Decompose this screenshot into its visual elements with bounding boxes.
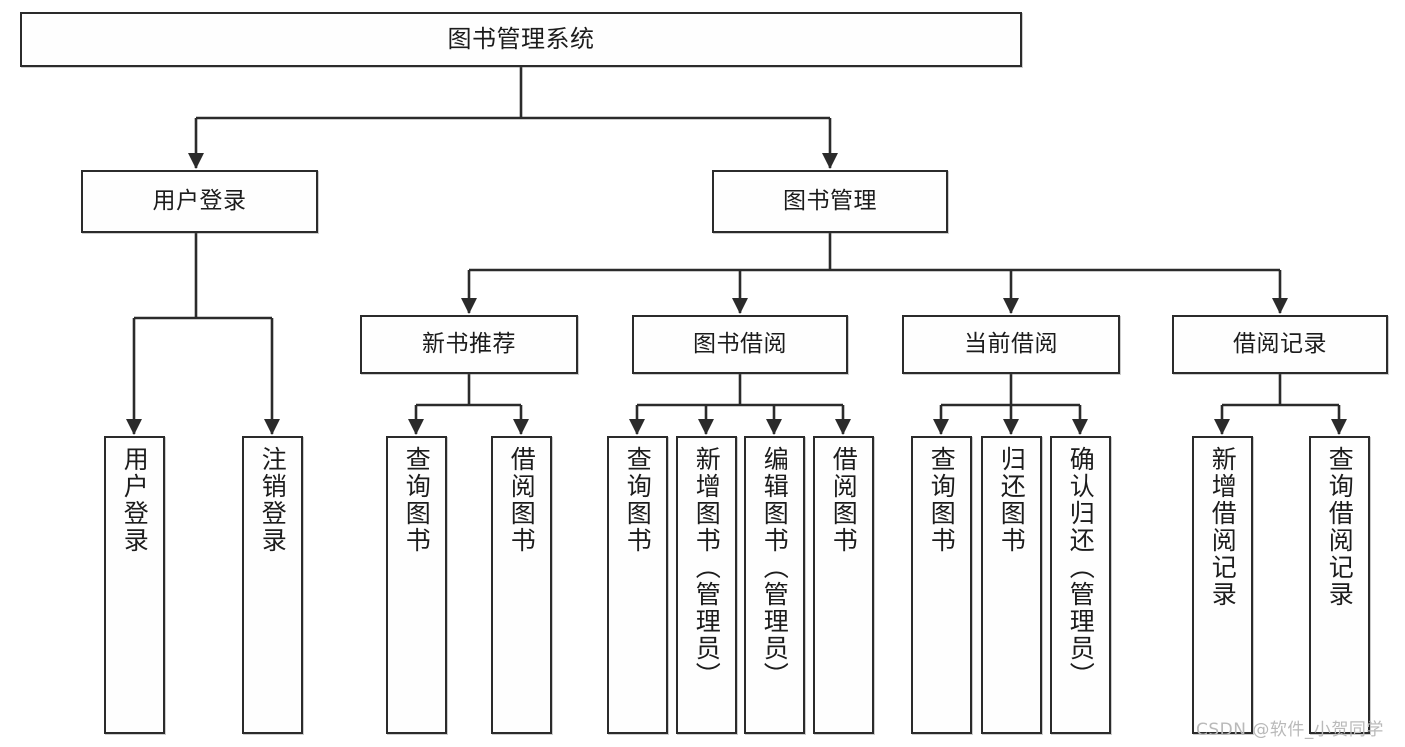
- node-label: 确认归还（管理员）: [1066, 446, 1096, 689]
- leaf-current-borrow-confirm-return-admin[interactable]: 确认归还（管理员）: [1050, 436, 1111, 734]
- node-new-book-recommend[interactable]: 新书推荐: [360, 315, 578, 374]
- node-borrow-record[interactable]: 借阅记录: [1172, 315, 1388, 374]
- node-user-login[interactable]: 用户登录: [81, 170, 318, 233]
- leaf-current-borrow-return-book[interactable]: 归还图书: [981, 436, 1042, 734]
- node-label: 图书管理: [783, 187, 877, 214]
- node-label: 用户登录: [152, 187, 247, 214]
- leaf-book-borrow-edit-book-admin[interactable]: 编辑图书（管理员）: [744, 436, 805, 734]
- node-label: 借阅图书: [507, 446, 537, 554]
- node-label: 当前借阅: [964, 330, 1058, 357]
- leaf-current-borrow-query-book[interactable]: 查询图书: [911, 436, 972, 734]
- leaf-borrow-record-query-record[interactable]: 查询借阅记录: [1309, 436, 1370, 734]
- node-label: 用户登录: [120, 446, 150, 554]
- node-label: 新书推荐: [422, 330, 516, 357]
- node-label: 图书管理系统: [447, 25, 595, 54]
- leaf-book-borrow-borrow-book[interactable]: 借阅图书: [813, 436, 874, 734]
- node-label: 借阅记录: [1233, 330, 1327, 357]
- node-label: 编辑图书（管理员）: [760, 446, 790, 689]
- leaf-new-book-query-book[interactable]: 查询图书: [386, 436, 447, 734]
- leaf-user-login-login[interactable]: 用户登录: [104, 436, 165, 734]
- node-label: 查询图书: [927, 446, 957, 554]
- node-book-borrow[interactable]: 图书借阅: [632, 315, 848, 374]
- leaf-borrow-record-add-record[interactable]: 新增借阅记录: [1192, 436, 1253, 734]
- leaf-book-borrow-add-book-admin[interactable]: 新增图书（管理员）: [676, 436, 737, 734]
- node-label: 查询借阅记录: [1325, 446, 1355, 608]
- node-book-management[interactable]: 图书管理: [712, 170, 948, 233]
- leaf-new-book-borrow-book[interactable]: 借阅图书: [491, 436, 552, 734]
- node-label: 借阅图书: [829, 446, 859, 554]
- node-label: 查询图书: [402, 446, 432, 554]
- node-label: 归还图书: [997, 446, 1027, 554]
- node-label: 查询图书: [623, 446, 653, 554]
- node-label: 新增借阅记录: [1208, 446, 1238, 608]
- leaf-user-login-logout[interactable]: 注销登录: [242, 436, 303, 734]
- node-label: 图书借阅: [693, 330, 787, 357]
- csdn-watermark: CSDN @软件_小贺同学: [1196, 720, 1384, 740]
- leaf-book-borrow-query-book[interactable]: 查询图书: [607, 436, 668, 734]
- node-label: 注销登录: [258, 446, 288, 554]
- node-current-borrow[interactable]: 当前借阅: [902, 315, 1120, 374]
- node-root-system[interactable]: 图书管理系统: [20, 12, 1022, 67]
- node-label: 新增图书（管理员）: [692, 446, 722, 689]
